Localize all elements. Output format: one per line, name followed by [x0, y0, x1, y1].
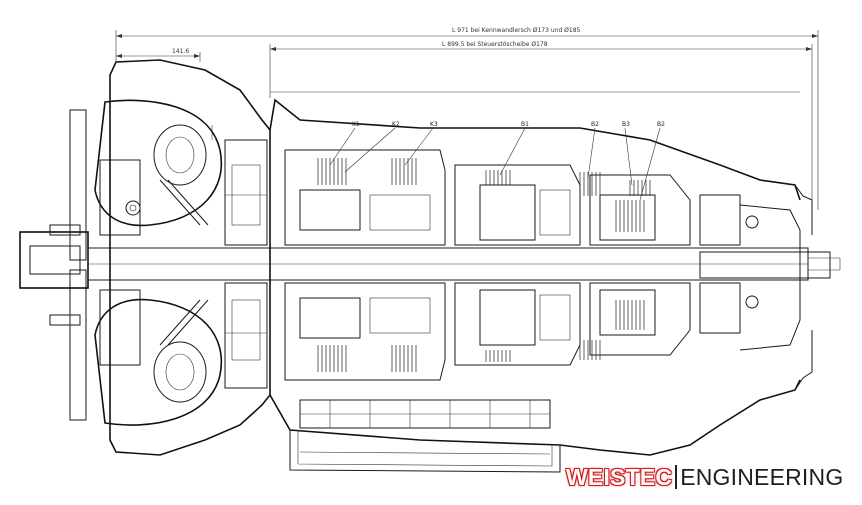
torque-converter: [49, 99, 223, 426]
clutch-packs: [317, 158, 651, 372]
callout-b2-rear: B2: [657, 121, 665, 128]
transmission-housing: [109, 59, 813, 473]
oil-pump: [224, 139, 268, 389]
dimension-converter-offset: 141.6: [172, 48, 189, 55]
callout-k1: K1: [352, 121, 360, 128]
dimension-overall-length: L 971 bei Kennwandlersch Ø173 und Ø185: [452, 27, 581, 34]
callout-leaders: [329, 127, 661, 201]
main-shaft: [19, 231, 841, 289]
valve-body: [299, 399, 551, 429]
dimension-lines: [115, 30, 819, 210]
logo-weistec-text: WEISTEC: [566, 463, 673, 490]
dimension-housing-length: L 899.5 bei Steuerstöscheibe Ø178: [442, 41, 548, 48]
logo-separator: [675, 465, 678, 489]
planetary-gearsets: [284, 149, 759, 381]
callout-k2: K2: [392, 121, 400, 128]
callout-k3: K3: [430, 121, 438, 128]
callout-b1: B1: [521, 121, 529, 128]
weistec-engineering-logo: WEISTEC ENGINEERING: [566, 462, 843, 492]
callout-b3: B3: [622, 121, 630, 128]
callout-b2: B2: [591, 121, 599, 128]
logo-engineering-text: ENGINEERING: [680, 463, 844, 490]
